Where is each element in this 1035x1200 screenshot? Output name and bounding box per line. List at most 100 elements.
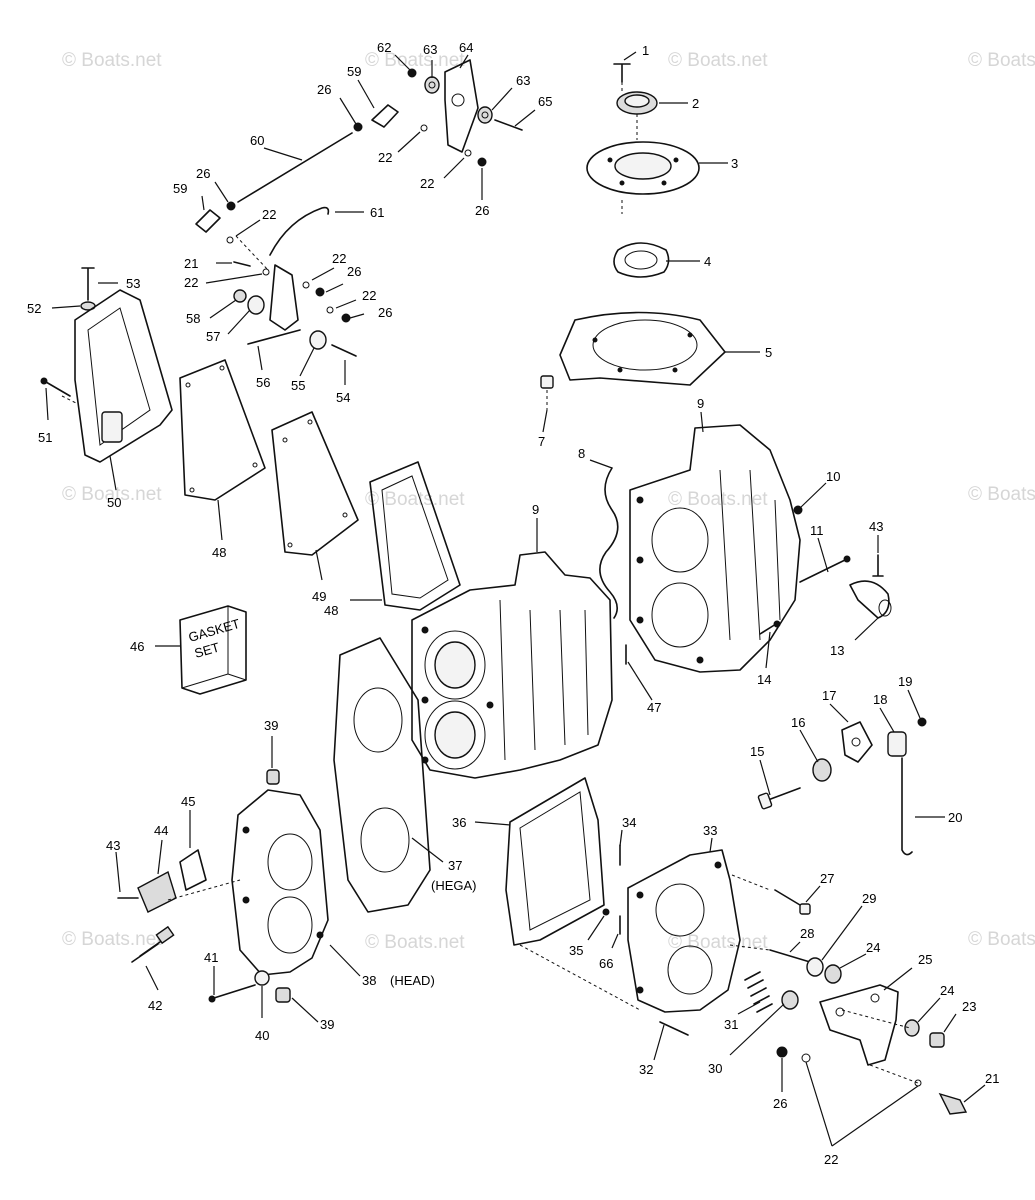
part-7-plug bbox=[540, 375, 554, 410]
part-22-washer bbox=[801, 1053, 811, 1063]
part-13-cover bbox=[849, 580, 892, 619]
part-5-bracket bbox=[559, 311, 726, 386]
watermark: © Boats.net bbox=[668, 489, 768, 510]
callout-62: 62 bbox=[377, 40, 391, 55]
leader-lines bbox=[45, 51, 986, 1147]
part-16-bushing bbox=[812, 758, 832, 782]
callout-31: 31 bbox=[724, 1017, 738, 1032]
callout-26: 26 bbox=[773, 1096, 787, 1111]
part-21-screw bbox=[233, 261, 251, 267]
part-39-plug bbox=[275, 987, 291, 1003]
callout-21: 21 bbox=[184, 256, 198, 271]
watermark: © Boats.net bbox=[62, 50, 162, 71]
callout-9: 9 bbox=[532, 502, 539, 517]
callout-50: 50 bbox=[107, 495, 121, 510]
part-50-cover bbox=[74, 289, 173, 463]
part-26-nut bbox=[776, 1046, 788, 1058]
part-22-washer bbox=[420, 124, 428, 132]
callout-49: 49 bbox=[312, 589, 326, 604]
callout-10: 10 bbox=[826, 469, 840, 484]
part-33-exhaust-cover bbox=[627, 849, 741, 1013]
callout-3: 3 bbox=[731, 156, 738, 171]
callout-1: 1 bbox=[642, 43, 649, 58]
callout-59: 59 bbox=[173, 181, 187, 196]
callout-45: 45 bbox=[181, 794, 195, 809]
part-59-link bbox=[195, 209, 221, 233]
watermark: © Boats.net bbox=[968, 929, 1035, 950]
callout-14: 14 bbox=[757, 672, 771, 687]
part-24-washer bbox=[904, 1019, 920, 1037]
part-29-washer bbox=[806, 957, 824, 977]
callout-22: 22 bbox=[378, 150, 392, 165]
part-18-fitting bbox=[887, 731, 907, 757]
callout-16: 16 bbox=[791, 715, 805, 730]
callout-22: 22 bbox=[824, 1152, 838, 1167]
callout-63: 63 bbox=[516, 73, 530, 88]
callout-22: 22 bbox=[332, 251, 346, 266]
callout-48: 48 bbox=[212, 545, 226, 560]
callout-23: 23 bbox=[962, 999, 976, 1014]
part-8-seal-cord bbox=[599, 467, 619, 619]
callout-39: 39 bbox=[320, 1017, 334, 1032]
watermark: © Boats.net bbox=[365, 932, 465, 953]
part-26-nut bbox=[315, 287, 325, 297]
callout-42: 42 bbox=[148, 998, 162, 1013]
callout-37: 37 bbox=[448, 858, 462, 873]
callout-24: 24 bbox=[866, 940, 880, 955]
part-2-seal bbox=[616, 91, 658, 115]
part-48-gasket bbox=[179, 359, 266, 501]
part-53-screw bbox=[81, 267, 95, 301]
callout-22: 22 bbox=[262, 207, 276, 222]
callout-38: 38 bbox=[362, 973, 376, 988]
callout-11: 11 bbox=[810, 523, 824, 538]
callout-26: 26 bbox=[475, 203, 489, 218]
callout-27: 27 bbox=[820, 871, 834, 886]
part-57-washer bbox=[247, 295, 265, 315]
callout-35: 35 bbox=[569, 943, 583, 958]
part-24-washer bbox=[824, 964, 842, 984]
callout-19: 19 bbox=[898, 674, 912, 689]
callout-53: 53 bbox=[126, 276, 140, 291]
callout-63: 63 bbox=[423, 42, 437, 57]
part-46-gasket-set: GASKET SET bbox=[179, 605, 247, 695]
part-45-gasket bbox=[179, 849, 207, 891]
part-22-washer bbox=[464, 149, 472, 157]
callout-33: 33 bbox=[703, 823, 717, 838]
watermark: © Boats.net bbox=[668, 932, 768, 953]
part-26-nut bbox=[226, 201, 236, 211]
part-38-cylinder-head bbox=[231, 789, 329, 976]
part-44-cover bbox=[137, 870, 177, 913]
part-64-lever-plate bbox=[444, 59, 479, 153]
callout-20: 20 bbox=[948, 810, 962, 825]
watermarks: © Boats.net © Boats.net © Boats.net © Bo… bbox=[62, 50, 1035, 953]
callout-58: 58 bbox=[186, 311, 200, 326]
part-58-nut bbox=[233, 289, 247, 303]
callout-44: 44 bbox=[154, 823, 168, 838]
callout-17: 17 bbox=[822, 688, 836, 703]
callout-46: 46 bbox=[130, 639, 144, 654]
part-36-gasket bbox=[505, 777, 605, 946]
part-22-washer bbox=[326, 306, 334, 314]
gasket-set-text: SET bbox=[193, 639, 221, 660]
callout-34: 34 bbox=[622, 815, 636, 830]
callout-66: 66 bbox=[599, 956, 613, 971]
part-61-hose bbox=[269, 206, 330, 256]
part-26-nut bbox=[477, 157, 487, 167]
callout-59: 59 bbox=[347, 64, 361, 79]
watermark: © Boats.net bbox=[365, 489, 465, 510]
part-63-washer bbox=[424, 76, 440, 94]
callout-18: 18 bbox=[873, 692, 887, 707]
part-40-washer bbox=[254, 970, 270, 986]
callout-4: 4 bbox=[704, 254, 711, 269]
part-20-link-rod bbox=[901, 757, 913, 856]
part-22-washer bbox=[302, 281, 310, 289]
callout-26: 26 bbox=[347, 264, 361, 279]
part-14-screw bbox=[759, 620, 781, 635]
part-28-stud bbox=[769, 949, 811, 963]
part-54-screw bbox=[331, 344, 357, 357]
callout-57: 57 bbox=[206, 329, 220, 344]
part-31-spring bbox=[744, 971, 773, 1013]
callout-51: 51 bbox=[38, 430, 52, 445]
callout-22: 22 bbox=[362, 288, 376, 303]
